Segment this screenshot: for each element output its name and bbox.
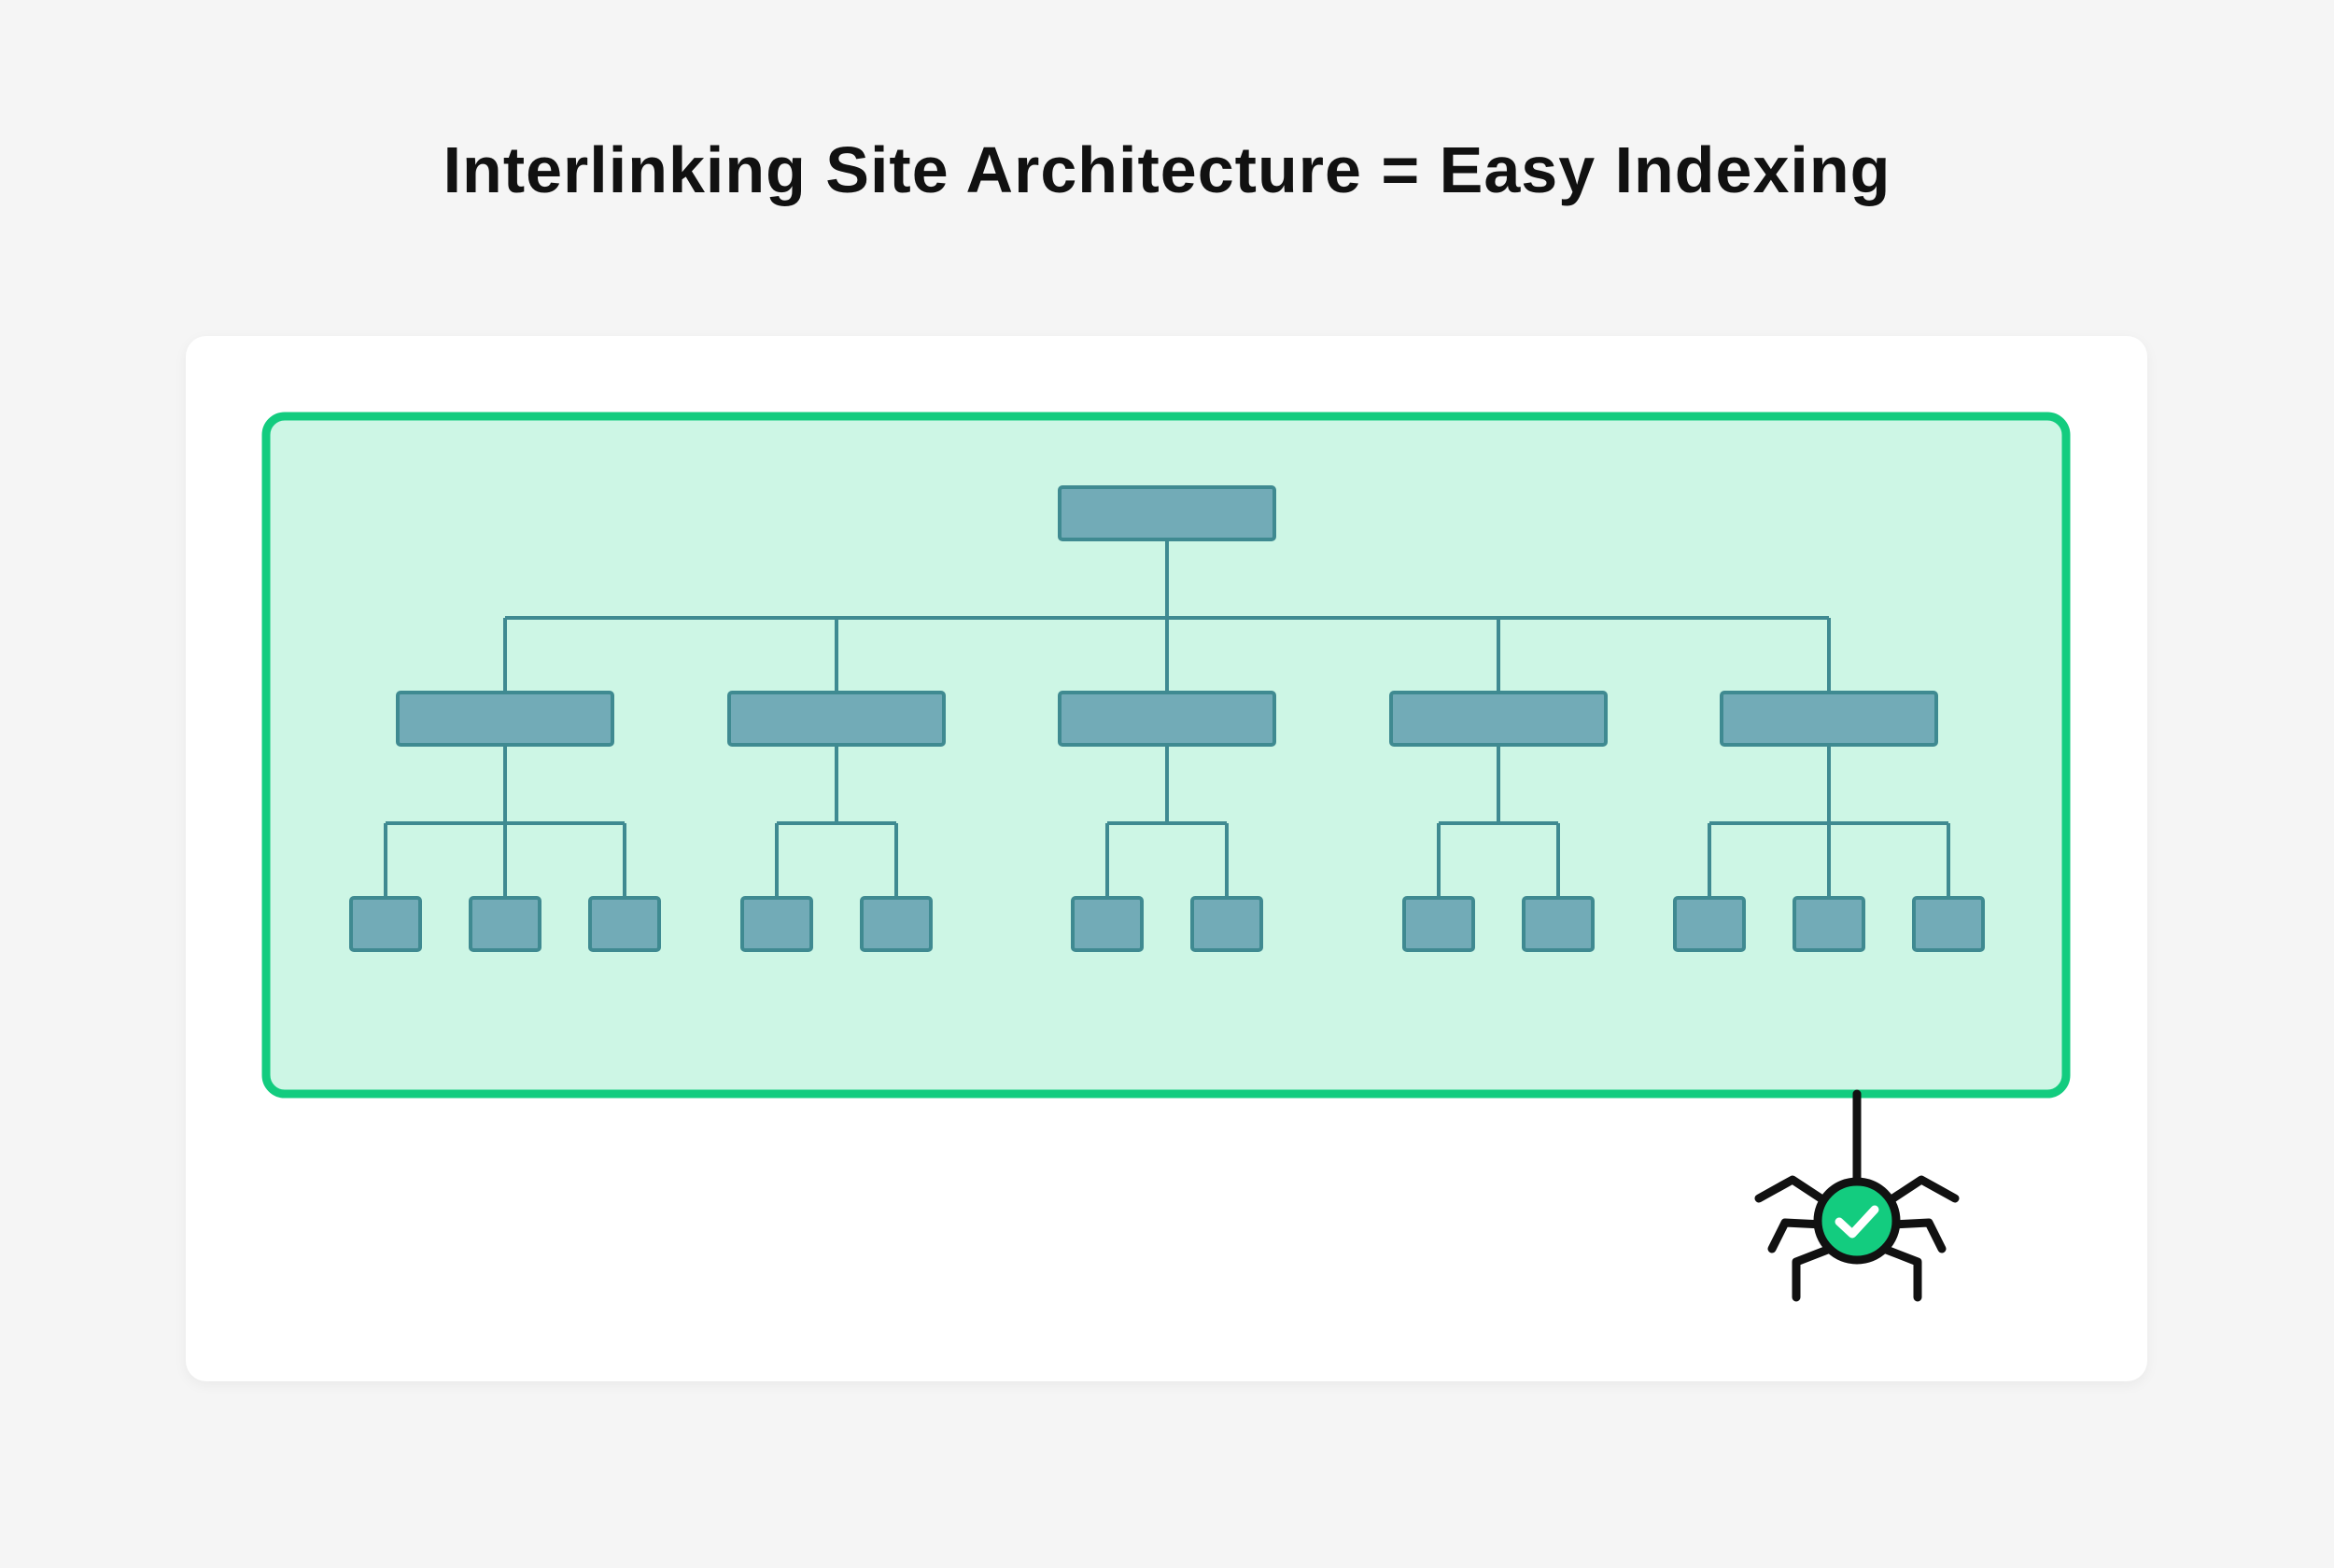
category-5-page-3-node	[1912, 896, 1985, 952]
category-1-page-2-node	[469, 896, 541, 952]
home-page-node	[1058, 485, 1276, 541]
spider-leg	[1879, 1244, 1922, 1302]
spider-crawler-icon	[1754, 1089, 1960, 1302]
category-3-node	[1058, 691, 1276, 747]
category-2-node	[727, 691, 946, 747]
connector-lines	[384, 539, 1950, 898]
category-3-page-2-node	[1190, 896, 1263, 952]
spider-leg	[1881, 1175, 1960, 1208]
category-2-page-2-node	[860, 896, 933, 952]
checkmark-icon	[1835, 1205, 1879, 1239]
category-4-page-1-node	[1402, 896, 1475, 952]
spider-leg	[1767, 1218, 1827, 1253]
spider-leg	[1887, 1218, 1947, 1253]
category-1-page-3-node	[588, 896, 661, 952]
category-4-node	[1389, 691, 1608, 747]
site-nodes	[349, 485, 1985, 952]
page-title: Interlinking Site Architecture = Easy In…	[443, 133, 1891, 206]
category-5-page-2-node	[1793, 896, 1865, 952]
spider-body	[1813, 1177, 1901, 1265]
spider-leg	[1754, 1175, 1833, 1208]
category-3-page-1-node	[1071, 896, 1144, 952]
category-5-page-1-node	[1673, 896, 1746, 952]
category-2-page-1-node	[740, 896, 813, 952]
spider-leg	[1792, 1244, 1835, 1302]
category-1-node	[396, 691, 614, 747]
category-5-node	[1720, 691, 1938, 747]
category-1-page-1-node	[349, 896, 422, 952]
category-4-page-2-node	[1522, 896, 1595, 952]
